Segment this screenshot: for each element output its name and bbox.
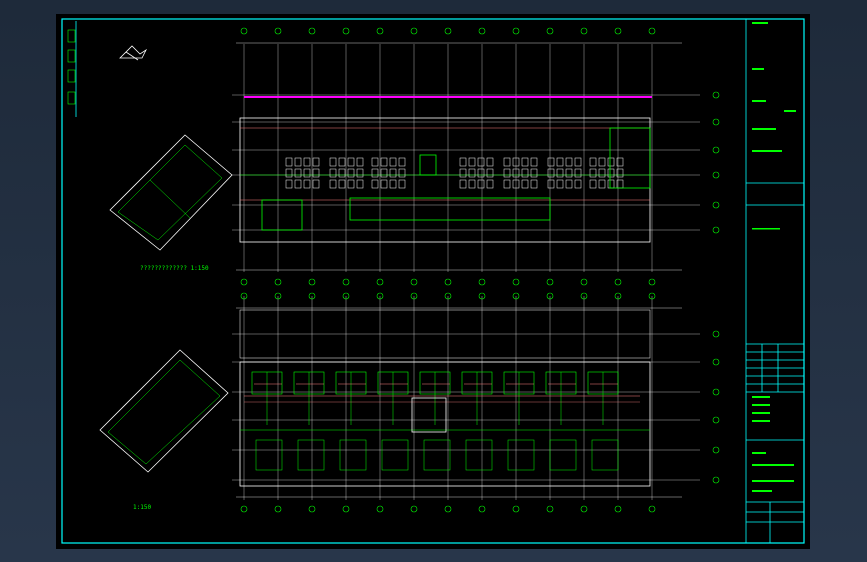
title-block xyxy=(745,18,805,544)
title-block-text xyxy=(752,22,796,492)
upper-seating-blocks xyxy=(285,157,624,189)
lower-scale-label: 1:150 xyxy=(133,504,151,511)
left-margin-labels xyxy=(67,29,76,105)
upper-wing xyxy=(109,134,233,251)
lower-room-details xyxy=(244,371,640,471)
lower-building-outline xyxy=(239,361,651,487)
upper-floor-plan: ????????????? 1:150 xyxy=(109,27,720,286)
drawing-sheet xyxy=(56,14,810,549)
north-arrow-icon xyxy=(119,45,148,61)
upper-scale-label: ????????????? 1:150 xyxy=(140,265,209,272)
lower-floor-plan: 1:150 xyxy=(99,292,720,513)
lower-wing xyxy=(99,349,229,473)
